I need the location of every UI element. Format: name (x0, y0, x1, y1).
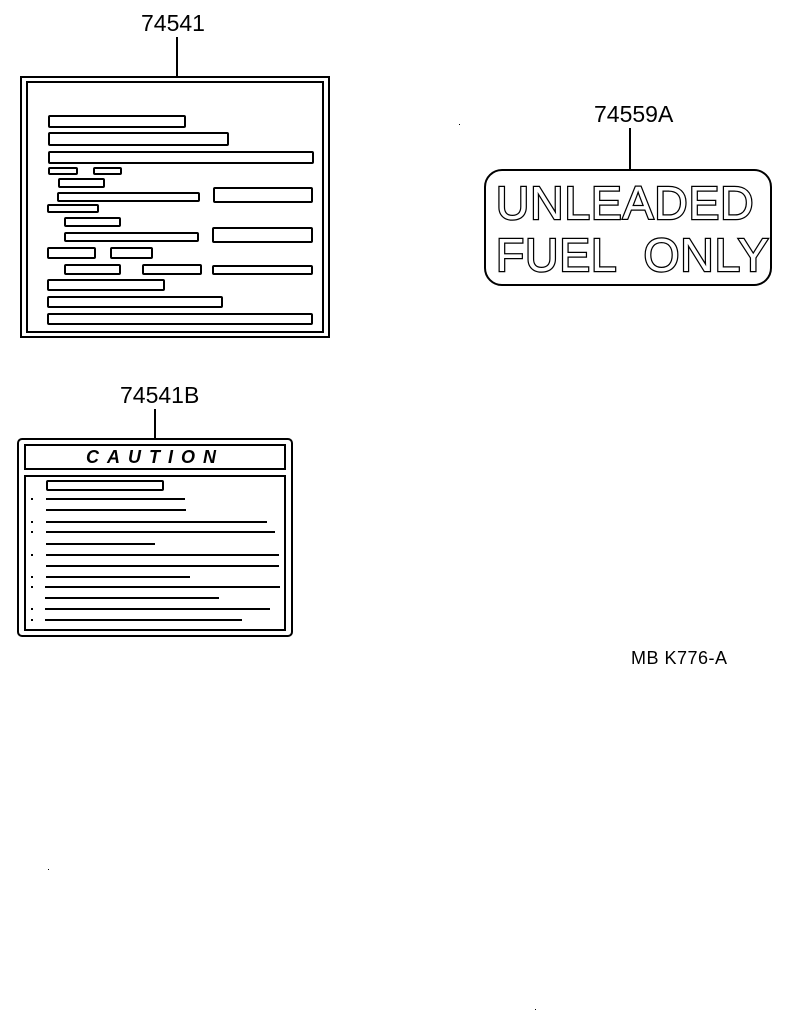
part-number-74559A: 74559A (594, 101, 674, 127)
label-74559A-line2: FUEL ONLY (495, 229, 770, 281)
text-bar (64, 232, 199, 242)
text-bar (48, 151, 314, 164)
label-74541-outer-border (20, 76, 330, 338)
text-bar (47, 279, 165, 291)
label-74541-inner-border (26, 81, 324, 333)
leader-line-74541B (154, 409, 156, 439)
caution-text-line (46, 565, 279, 567)
bullet-dot (31, 521, 33, 523)
caution-subheading-bar (46, 480, 164, 491)
caution-text-line (46, 543, 155, 545)
text-bar (212, 227, 313, 243)
caution-text-line (45, 597, 219, 599)
caution-text-line (45, 586, 280, 588)
text-bar (213, 187, 313, 203)
leader-line-74559A (629, 128, 631, 170)
bullet-dot (31, 576, 33, 578)
text-bar (142, 264, 202, 275)
text-bar (58, 178, 105, 188)
scan-speck (48, 869, 49, 870)
bullet-dot (31, 586, 33, 588)
text-bar (48, 132, 229, 146)
part-number-74541: 74541 (141, 10, 205, 36)
text-bar (110, 247, 153, 259)
text-bar (47, 247, 96, 259)
text-bar (57, 192, 200, 202)
text-bar (48, 115, 186, 128)
bullet-dot (31, 619, 33, 621)
caution-body-box (24, 475, 286, 631)
text-bar (212, 265, 313, 275)
label-74541B-outer-border (17, 438, 293, 637)
drawing-reference-code: MB K776-A (631, 648, 728, 668)
scan-speck (535, 1009, 536, 1010)
caution-text-line (46, 521, 267, 523)
text-bar (93, 167, 122, 175)
caution-text-line (46, 576, 190, 578)
bullet-dot (31, 531, 33, 533)
text-bar (64, 217, 121, 227)
bullet-dot (31, 608, 33, 610)
caution-title: CAUTION (86, 447, 224, 467)
text-bar (47, 313, 313, 325)
text-bar (47, 204, 99, 213)
text-bar (48, 167, 78, 175)
leader-line-74541 (176, 37, 178, 77)
caution-text-line (45, 619, 242, 621)
scan-speck (459, 124, 460, 125)
part-number-74541B: 74541B (120, 382, 200, 408)
caution-text-line (46, 509, 186, 511)
label-74559A-line1: UNLEADED (495, 177, 755, 229)
caution-text-line (46, 498, 185, 500)
label-74559A-border (484, 169, 772, 286)
caution-header-box (24, 444, 286, 470)
caution-text-line (45, 608, 270, 610)
text-bar (64, 264, 121, 275)
bullet-dot (31, 498, 33, 500)
bullet-dot (31, 554, 33, 556)
caution-text-line (46, 531, 275, 533)
caution-text-line (46, 554, 279, 556)
text-bar (47, 296, 223, 308)
